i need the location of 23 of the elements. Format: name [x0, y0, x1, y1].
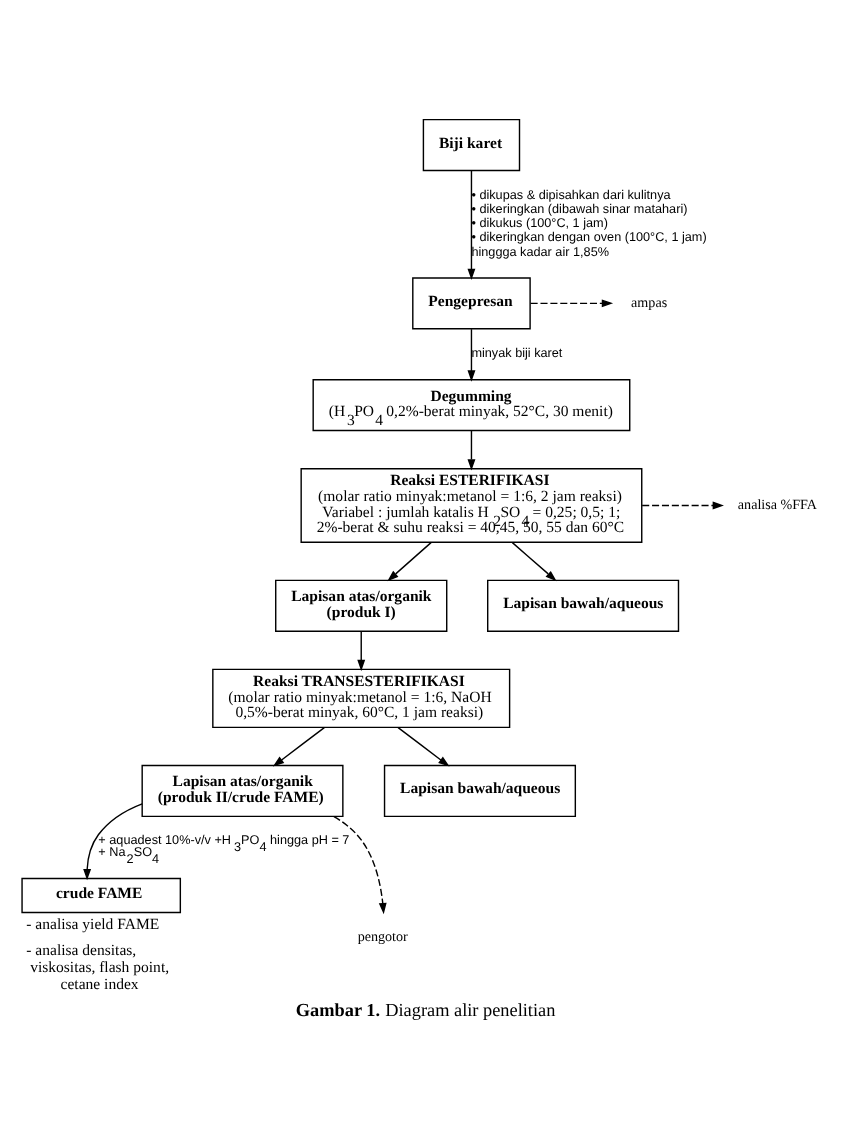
node-box: Pengepresan — [412, 276, 531, 329]
node-label: - analisa yield FAME — [26, 914, 160, 933]
arrow — [467, 327, 476, 381]
arrow — [272, 725, 325, 766]
node-box: Lapisan atas/organik (produk I) — [275, 578, 448, 631]
node-box: Lapisan atas/organik (produk II/crude FAME) — [141, 763, 344, 817]
arrow — [467, 169, 476, 279]
arrow — [529, 298, 614, 307]
arrow — [83, 802, 143, 880]
node-box: Biji karet — [422, 117, 521, 171]
arrow — [397, 725, 450, 766]
node-box: crude FAME — [21, 876, 182, 913]
arrow — [641, 500, 724, 509]
arrow — [467, 428, 476, 470]
arrow — [357, 629, 366, 671]
node-box: Lapisan bawah/aqueous — [383, 763, 577, 817]
caption: Gambar 1. Diagram alir penelitian — [295, 999, 556, 1020]
node-box: Lapisan bawah/aqueous — [487, 578, 680, 631]
arrow — [387, 540, 432, 581]
node-label: - analisa densitas, viskositas, flash point, cetane index — [26, 939, 170, 992]
arrow — [511, 540, 557, 581]
arrow — [333, 814, 387, 914]
node-box: Reaksi TRANSESTERIFIKASI (molar ratio minyak:metanol = 1:6, NaOH 0,5%-berat minyak, 60°C, 1 jam reaksi) — [212, 667, 511, 728]
